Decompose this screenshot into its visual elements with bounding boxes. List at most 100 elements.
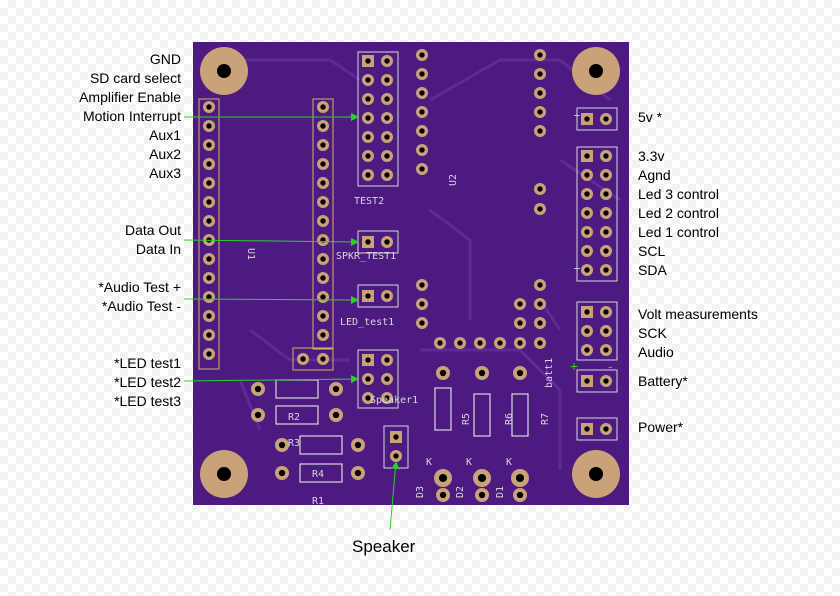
pin-col-c-3-hole	[419, 109, 425, 115]
pin-test2-a-2-hole	[365, 96, 371, 102]
pin-right-a-4-hole	[584, 229, 590, 235]
pin-u1-right-10-hole	[320, 294, 326, 300]
pin-battery-1-hole	[603, 378, 609, 384]
silk-k1: K	[426, 457, 432, 468]
pin-right-a-0-hole	[584, 153, 590, 159]
pcb-board	[193, 42, 629, 505]
pin-u2-left-2-hole	[419, 320, 425, 326]
pin-u2-top-1-hole	[537, 71, 543, 77]
silk-d1: D1	[495, 486, 506, 498]
silk-u1: U1	[245, 248, 256, 260]
pin-speaker1-a-2-hole	[365, 395, 371, 401]
pin-u1-right-1-hole	[320, 123, 326, 129]
pin-volt-a-1-hole	[584, 328, 590, 334]
pin-u1-left-11-hole	[206, 313, 212, 319]
pin-speaker1-b-2-hole	[384, 395, 390, 401]
silk-r3: R3	[288, 438, 300, 449]
silk-speaker1: Speaker1	[370, 395, 418, 406]
pin-speaker1-a-0-hole	[365, 357, 371, 363]
pin-test2-b-1-hole	[384, 77, 390, 83]
pin-speaker-1-hole	[393, 453, 399, 459]
label-battery: Battery*	[638, 373, 688, 389]
pin-col-c-1-hole	[419, 71, 425, 77]
pin-r1-1-hole	[332, 385, 340, 393]
pin-r2-1-hole	[332, 411, 340, 419]
silk-r4: R4	[312, 469, 324, 480]
silk-r2: R2	[288, 412, 300, 423]
silk-r5: R5	[461, 413, 472, 425]
label-led-test1: *LED test1	[114, 355, 181, 371]
pin-right-b-2-hole	[603, 191, 609, 197]
pin-right-a-6-hole	[584, 267, 590, 273]
pin-right-b-4-hole	[603, 229, 609, 235]
pin-test2-a-4-hole	[365, 134, 371, 140]
pin-u2-right-4-hole	[517, 320, 523, 326]
silk-d3: D3	[415, 486, 426, 498]
pin-5v-1-hole	[603, 116, 609, 122]
led-d2-b-hole	[478, 491, 486, 499]
pin-u1-left-0-hole	[206, 104, 212, 110]
pin-u2-right-1-hole	[537, 301, 543, 307]
pin-right-b-6-hole	[603, 267, 609, 273]
led-d3-hole	[438, 473, 448, 483]
pin-5v-0-hole	[584, 116, 590, 122]
silk-t1: T	[574, 114, 580, 125]
silk-r1: R1	[312, 496, 324, 507]
pin-right-b-0-hole	[603, 153, 609, 159]
pin-u2-right-0-hole	[537, 282, 543, 288]
pin-right-b-3-hole	[603, 210, 609, 216]
pin-right-a-1-hole	[584, 172, 590, 178]
pin-u1-right-2-hole	[320, 142, 326, 148]
pin-u2-right-2-hole	[537, 320, 543, 326]
pin-u2-bottom-2-hole	[477, 340, 483, 346]
pin-u1-left-9-hole	[206, 275, 212, 281]
pin-u2-top-3-hole	[537, 109, 543, 115]
silk-k2: K	[466, 457, 472, 468]
pin-u1-right-9-hole	[320, 275, 326, 281]
pin-col-c-5-hole	[419, 147, 425, 153]
pin-u1-right-6-hole	[320, 218, 326, 224]
pin-led-test-1-hole	[384, 293, 390, 299]
silk-u2: U2	[448, 174, 459, 186]
header-u1-left-outline	[198, 98, 220, 370]
mounting-holes	[200, 47, 620, 498]
label-led2-control: Led 2 control	[638, 205, 719, 221]
pin-col-c-0-hole	[419, 52, 425, 58]
pin-u2-mid-0-hole	[537, 186, 543, 192]
label-audio: Audio	[638, 344, 674, 360]
silk-spkr-test1: SPKR_TEST1	[336, 251, 396, 262]
pin-u1-right-12-hole	[320, 332, 326, 338]
pin-power-0-hole	[584, 426, 590, 432]
label-audio-test-plus: *Audio Test +	[98, 279, 181, 295]
label-3v3: 3.3v	[638, 148, 665, 164]
pin-right-a-2-hole	[584, 191, 590, 197]
pin-volt-b-2-hole	[603, 347, 609, 353]
pin-u1-right-0-hole	[320, 104, 326, 110]
pin-test2-a-1-hole	[365, 77, 371, 83]
pin-test2-a-6-hole	[365, 172, 371, 178]
label-agnd: Agnd	[638, 167, 671, 183]
pin-u1-left-8-hole	[206, 256, 212, 262]
silk-d2: D2	[455, 486, 466, 498]
pin-right-b-5-hole	[603, 248, 609, 254]
pin-u1-bottom-1-hole	[320, 356, 326, 362]
label-sck: SCK	[638, 325, 667, 341]
arrow-audio-test	[183, 295, 359, 304]
led-d1-hole	[515, 473, 525, 483]
header-volt-outline	[576, 301, 618, 361]
pin-r5-0-hole	[439, 369, 447, 377]
pin-right-b-1-hole	[603, 172, 609, 178]
pin-u2-top-0-hole	[537, 52, 543, 58]
pin-test2-a-3-hole	[365, 115, 371, 121]
header-right-outline	[576, 146, 618, 282]
label-5v: 5v *	[638, 109, 663, 125]
pin-u1-right-3-hole	[320, 161, 326, 167]
label-volt-measurements: Volt measurements	[638, 306, 758, 322]
pin-u2-top-2-hole	[537, 90, 543, 96]
pin-r3-0-hole	[278, 441, 286, 449]
pin-r1-0-hole	[254, 385, 262, 393]
pin-u1-left-4-hole	[206, 180, 212, 186]
label-gnd: GND	[149, 51, 181, 67]
pin-u1-right-4-hole	[320, 180, 326, 186]
